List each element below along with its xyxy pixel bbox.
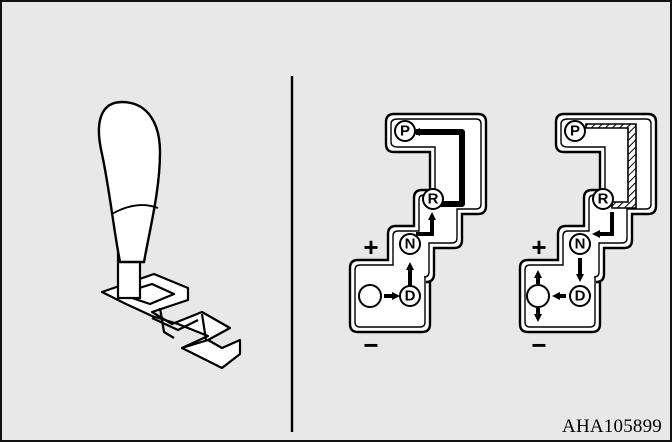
plus-sign: + xyxy=(363,232,378,262)
r-to-n-arrow xyxy=(592,212,614,238)
plus-sign: + xyxy=(531,232,546,262)
position-p: P xyxy=(394,120,416,142)
position-r: R xyxy=(422,188,444,210)
svg-text:R: R xyxy=(598,191,609,208)
svg-text:P: P xyxy=(570,123,580,140)
park-path-hatched xyxy=(585,123,637,209)
manual-gate-circle xyxy=(358,284,382,308)
position-p: P xyxy=(564,120,586,142)
park-path-arrow xyxy=(412,128,465,207)
minus-sign: − xyxy=(363,330,378,360)
position-d: D xyxy=(399,285,421,307)
lever-knob-seam xyxy=(111,204,159,215)
position-n: N xyxy=(399,233,421,255)
gate-inner-outline xyxy=(354,118,482,328)
manual-gate-circle xyxy=(526,284,550,308)
svg-text:D: D xyxy=(575,288,586,305)
lever-knob xyxy=(97,100,162,264)
position-d: D xyxy=(569,285,591,307)
shift-gate-2: P R N D + − xyxy=(518,112,658,360)
svg-text:P: P xyxy=(400,123,410,140)
svg-text:D: D xyxy=(405,288,416,305)
svg-text:R: R xyxy=(428,191,439,208)
gate-outline xyxy=(518,112,658,334)
minus-sign: − xyxy=(531,330,546,360)
shift-gate-1: P R N D + − xyxy=(348,112,488,360)
gate-outline xyxy=(348,112,488,334)
svg-text:N: N xyxy=(575,236,586,253)
position-n: N xyxy=(569,233,591,255)
n-to-r-arrow xyxy=(416,212,436,236)
position-r: R xyxy=(592,188,614,210)
figure-code: AHA105899 xyxy=(562,416,662,437)
gate-inner-outline xyxy=(524,118,652,328)
shift-lever-illustration xyxy=(97,100,242,370)
svg-text:N: N xyxy=(405,236,416,253)
